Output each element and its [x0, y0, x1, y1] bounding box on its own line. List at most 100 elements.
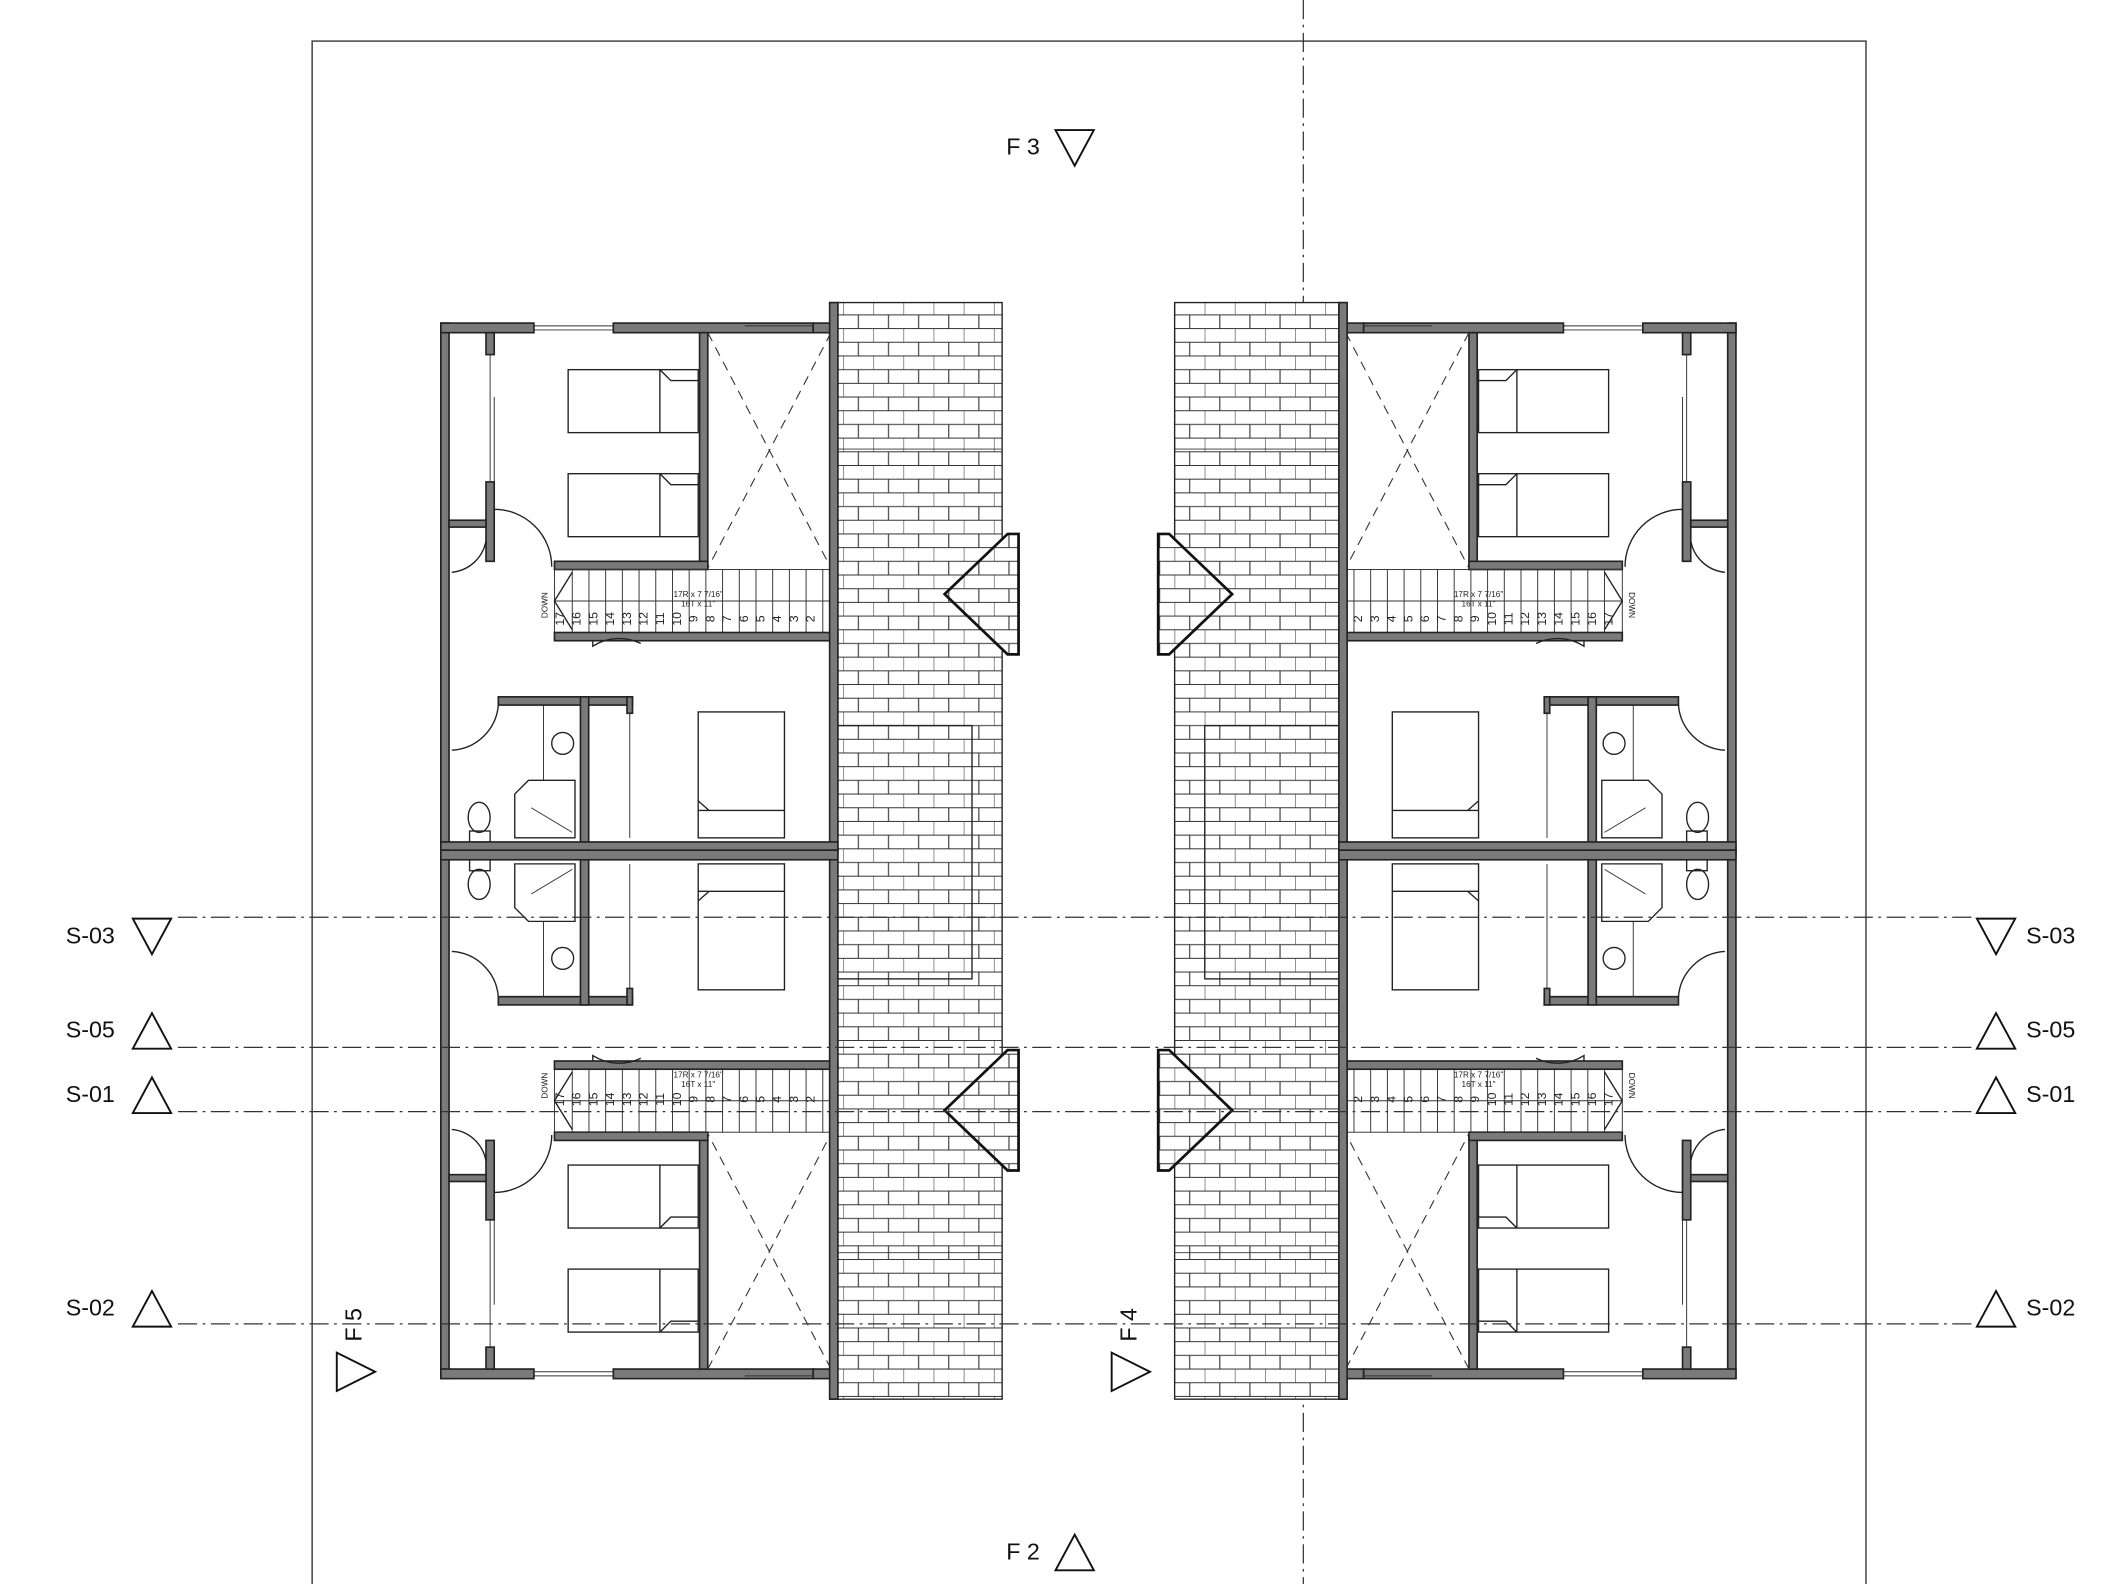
section-marker-label: S-05: [2026, 1017, 2075, 1043]
stair-step-number: 16: [1585, 612, 1599, 626]
stair-riser-label: 17R x 7 7/16": [673, 1070, 723, 1079]
stair-step-number: 8: [1451, 615, 1465, 622]
marker-triangle-icon: [335, 1351, 378, 1393]
stair-step-number: 6: [737, 615, 751, 622]
stair-step-number: 2: [1351, 615, 1365, 622]
stair-step-number: 16: [570, 1092, 584, 1106]
stair-step-number: 2: [1351, 1096, 1365, 1103]
stair-step-number: 14: [1552, 612, 1566, 626]
section-marker-label: S-01: [66, 1081, 115, 1107]
stair-step-number: 4: [770, 1096, 784, 1103]
stair-step-number: 6: [1418, 615, 1432, 622]
marker-triangle-icon: [131, 1288, 173, 1328]
stair-step-number: 8: [703, 615, 717, 622]
stair-step-number: 8: [703, 1096, 717, 1103]
stair-direction-label: DOWN: [541, 592, 550, 618]
marker-triangle-icon: [1975, 1288, 2017, 1328]
stair-step-number: 5: [753, 615, 767, 622]
stair-step-number: 5: [753, 1096, 767, 1103]
section-marker-s-05[interactable]: S-05 S-05: [66, 1011, 2076, 1050]
elevation-marker-label: F 3: [1006, 134, 1040, 160]
marker-triangle-icon: [1053, 129, 1096, 168]
roof-brick-strips: [837, 301, 1340, 1400]
elevation-marker-f3[interactable]: F 3: [1006, 129, 1096, 168]
marker-triangle-icon: [131, 1075, 173, 1114]
stair-step-number: 12: [1518, 612, 1532, 626]
stair-step-number: 4: [1385, 1096, 1399, 1103]
elevation-marker-f4[interactable]: F 4: [1110, 1308, 1153, 1393]
stair-step-number: 13: [620, 612, 634, 626]
stair-step-number: 3: [787, 1096, 801, 1103]
stair-tread-label: 16T x 11": [681, 599, 715, 608]
stair-step-number: 2: [804, 1096, 818, 1103]
stair-step-number: 13: [1535, 1092, 1549, 1106]
section-marker-label: S-05: [66, 1017, 115, 1043]
marker-triangle-icon: [1975, 1075, 2017, 1114]
stair-step-number: 10: [670, 1092, 684, 1106]
stair-step-number: 15: [586, 1092, 600, 1106]
sheet-border: [311, 40, 1867, 1584]
stair-step-number: 3: [787, 615, 801, 622]
stair-step-number: 15: [586, 612, 600, 626]
marker-triangle-icon: [131, 1011, 173, 1050]
marker-triangle-icon: [1053, 1532, 1096, 1572]
section-marker-label: S-01: [2026, 1081, 2075, 1107]
stair-step-number: 15: [1568, 1092, 1582, 1106]
stair-step-number: 17: [553, 1092, 567, 1106]
stair-direction-label: DOWN: [541, 1073, 550, 1099]
stair-step-number: 4: [770, 615, 784, 622]
stair-step-number: 16: [1585, 1092, 1599, 1106]
stair-step-number: 2: [804, 615, 818, 622]
stair-step-number: 9: [687, 615, 701, 622]
stair-step-number: 14: [1552, 1092, 1566, 1106]
stair-step-number: 17: [1602, 1092, 1616, 1106]
marker-triangle-icon: [1110, 1351, 1153, 1393]
stair-step-number: 14: [603, 612, 617, 626]
stair-riser-label: 17R x 7 7/16": [673, 590, 723, 599]
stair-step-number: 7: [720, 615, 734, 622]
stair-direction-label: DOWN: [1627, 1073, 1636, 1099]
stair-step-number: 11: [1502, 612, 1516, 625]
stair-step-number: 14: [603, 1092, 617, 1106]
stair-step-number: 3: [1368, 615, 1382, 622]
stair-step-number: 11: [1502, 1093, 1516, 1106]
stair-step-number: 12: [637, 612, 651, 626]
stair-step-number: 5: [1401, 1096, 1415, 1103]
stair-step-number: 10: [1485, 612, 1499, 626]
stair-step-number: 13: [1535, 612, 1549, 626]
stair-step-number: 15: [1568, 612, 1582, 626]
stair-step-number: 17: [553, 612, 567, 626]
stair-step-number: 9: [1468, 615, 1482, 622]
stair-step-number: 7: [720, 1096, 734, 1103]
stair-step-number: 10: [670, 612, 684, 626]
elevation-marker-f2[interactable]: F 2: [1006, 1532, 1096, 1572]
stair-step-number: 11: [653, 612, 667, 625]
stair-step-number: 9: [687, 1096, 701, 1103]
stair-step-number: 6: [737, 1096, 751, 1103]
stair-step-number: 3: [1368, 1096, 1382, 1103]
stair-step-number: 6: [1418, 1096, 1432, 1103]
stair-tread-label: 16T x 11": [681, 1080, 715, 1089]
elevation-marker-label: F 5: [340, 1308, 366, 1342]
section-marker-s-01[interactable]: S-01 S-01: [66, 1075, 2076, 1114]
stair-direction-label: DOWN: [1627, 592, 1636, 618]
marker-triangle-icon: [1975, 917, 2017, 957]
stair-tread-label: 16T x 11": [1462, 599, 1496, 608]
section-marker-label: S-03: [66, 922, 115, 948]
stair-step-number: 12: [637, 1092, 651, 1106]
marker-triangle-icon: [1975, 1011, 2017, 1050]
stair-tread-label: 16T x 11": [1462, 1080, 1496, 1089]
stair-step-number: 10: [1485, 1092, 1499, 1106]
stair-step-number: 8: [1451, 1096, 1465, 1103]
elevation-marker-f5[interactable]: F 5: [335, 1308, 378, 1393]
stair-step-number: 5: [1401, 615, 1415, 622]
elevation-marker-label: F 2: [1006, 1538, 1040, 1564]
stair-step-number: 12: [1518, 1092, 1532, 1106]
